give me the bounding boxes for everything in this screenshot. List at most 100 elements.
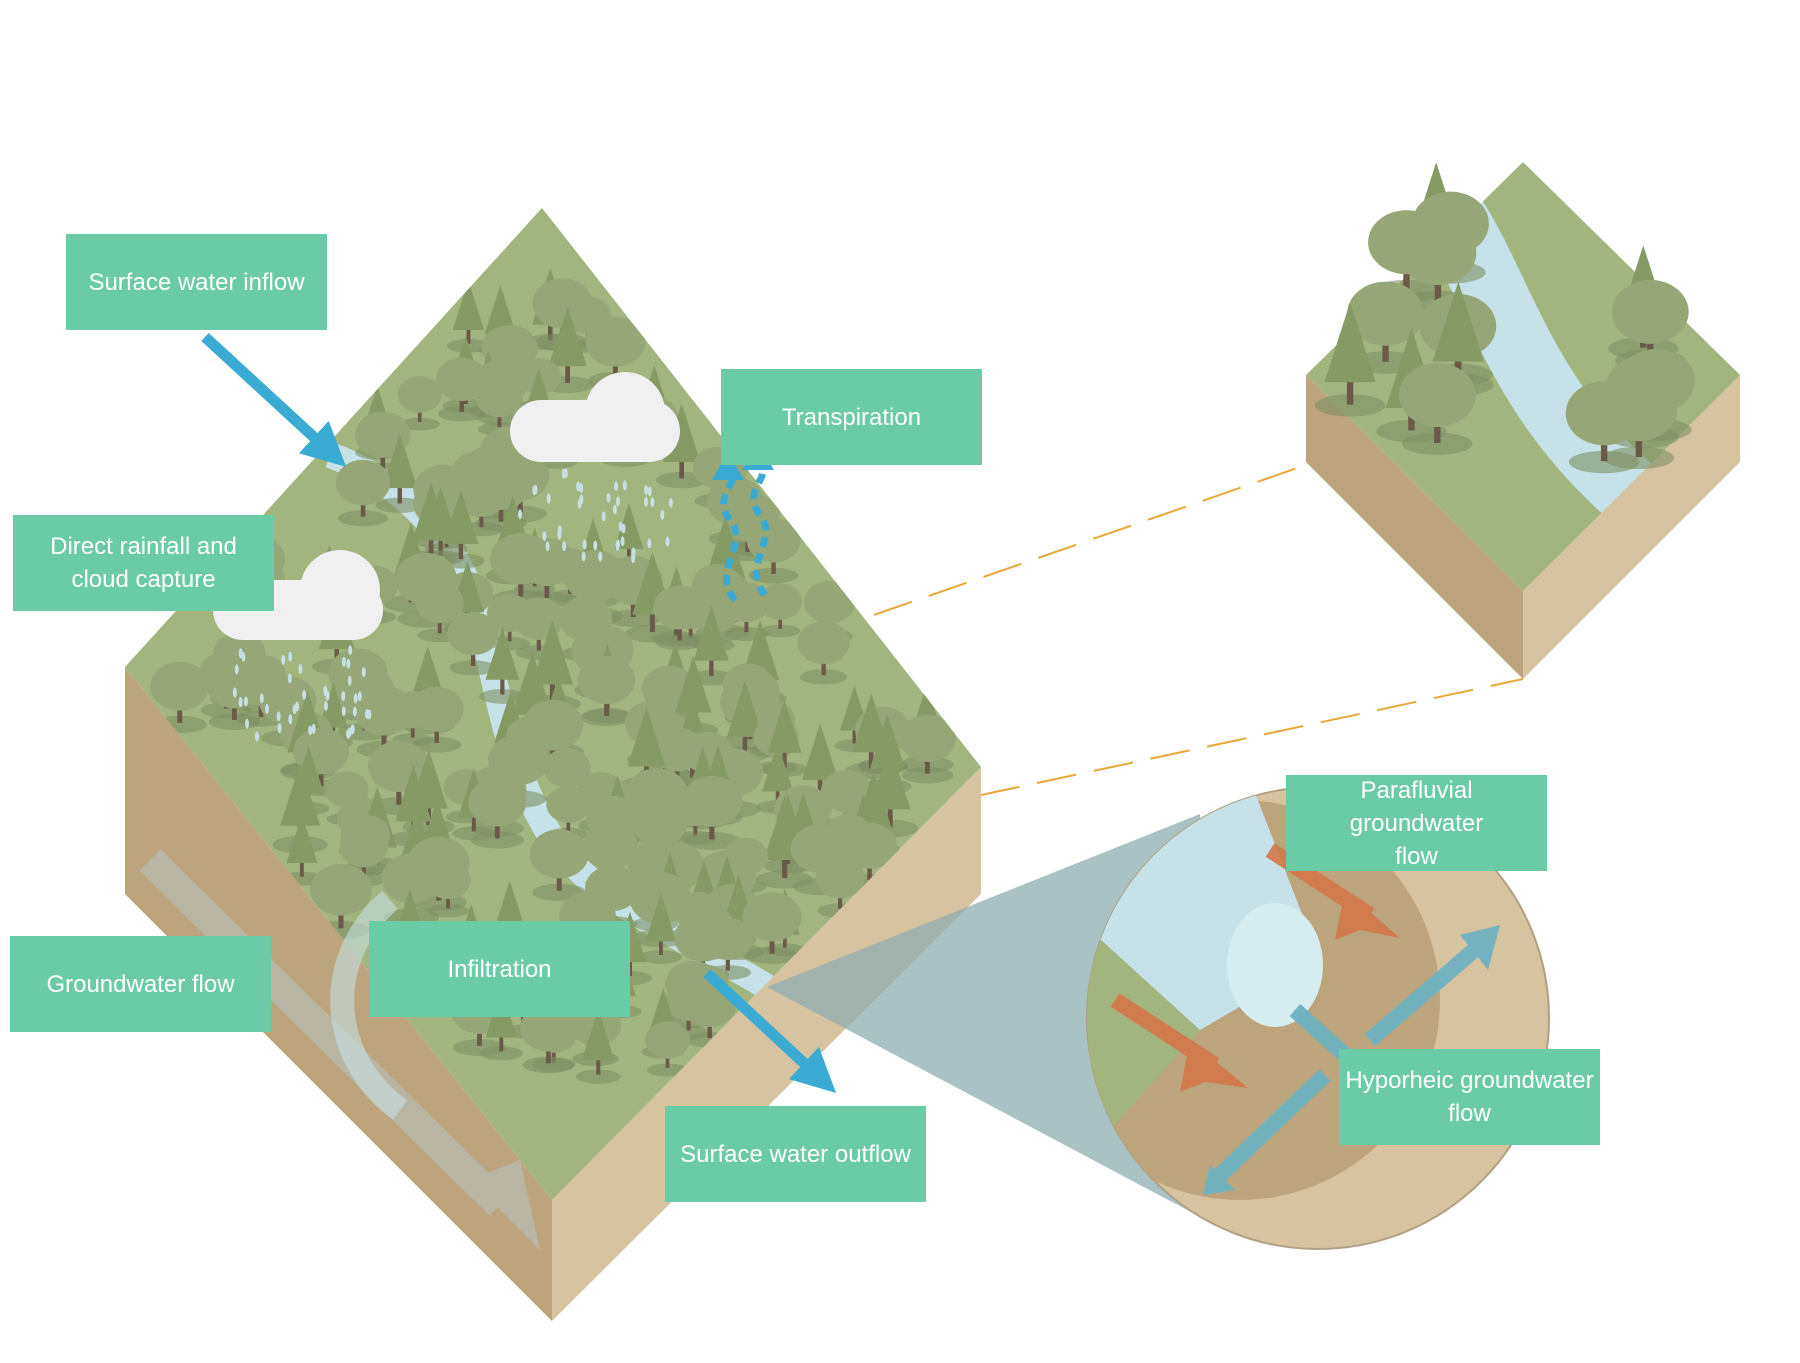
conifer-tree-icon [581,1009,615,1061]
tree-trunk [709,813,715,840]
deciduous-tree-icon [415,582,464,624]
raindrop-icon [308,725,313,736]
tree-trunk [299,857,304,877]
tree-trunk [544,574,550,598]
tree-trunk [782,852,788,879]
deciduous-tree-icon [468,778,527,827]
raindrop-icon [644,485,649,496]
conifer-tree-icon [443,489,479,544]
raindrop-icon [234,664,239,675]
transpiration-arrows [720,461,770,603]
raindrop-icon [562,541,567,552]
conifer-tree-icon [548,306,587,367]
tree-trunk [649,607,655,633]
tree-shadow [522,1056,575,1074]
conifer-tree-icon [869,713,906,770]
tree-trunk [782,746,787,768]
deciduous-tree-icon [645,1021,690,1059]
deciduous-tree-icon [582,823,639,870]
raindrop-icon [254,731,259,742]
deciduous-tree-icon [585,316,646,367]
surface-water-inflow-arrow [201,332,347,467]
tree-trunk [548,317,553,341]
tree-trunk [549,676,556,703]
raindrop-icon [621,523,626,534]
tree-shadow [427,904,469,918]
tree-shadow [437,406,486,422]
tree-trunk [551,1043,556,1063]
raindrop-icon [593,540,598,551]
reach-detail-block [1306,162,1740,679]
raindrop-icon [581,551,586,562]
tree-trunk [479,506,484,528]
tree-trunk [466,324,471,344]
raindrop-icon [292,704,297,715]
raindrop-icon [615,540,620,551]
tree-shadow [375,497,424,513]
deciduous-tree-icon [631,800,688,847]
raindrop-icon [361,667,366,678]
tree-trunk [817,773,823,797]
raindrop-icon [302,689,307,700]
surface-water-outflow-arrow [703,968,837,1093]
tree-trunk [410,719,415,738]
raindrop-icon [238,697,243,708]
raindrop-icon [612,504,617,515]
tree-trunk [499,1031,504,1052]
tree-shadow [655,471,708,489]
raindrop-icon [542,531,547,542]
tree-trunk [852,725,857,744]
tree-shadow [683,831,740,850]
raindrop-icon [323,685,328,696]
raindrop-icon [357,691,362,702]
label-transpiration: Transpiration [721,369,982,465]
tree-trunk [867,857,872,881]
conifer-tree-icon [485,627,520,680]
label-parafluvial-groundwater-flow: Parafluvial groundwater flow [1286,775,1547,871]
tree-trunk [232,696,237,720]
tree-trunk [471,811,476,832]
conifer-tree-icon [531,619,574,685]
raindrop-icon [244,718,249,729]
raindrop-icon [350,724,355,735]
tree-shadow [639,950,683,964]
tree-shadow [399,417,440,431]
tree-trunk [925,750,930,774]
rain-drops [232,468,673,742]
conifer-tree-icon [1432,281,1484,362]
tree-shadow [449,660,497,676]
tree-trunk [707,1015,712,1039]
conifer-tree-icon [645,893,677,942]
deciduous-tree-icon [1398,363,1476,428]
deciduous-tree-icon [1611,279,1689,344]
raindrop-icon [620,536,625,547]
raindrop-icon [613,481,618,492]
deciduous-tree-icon [435,357,488,402]
raindrop-icon [347,675,352,686]
tree-trunk [604,691,609,716]
raindrop-icon [622,480,627,491]
conifer-tree-icon [412,482,450,541]
deciduous-tree-icon [310,863,372,916]
tree-trunk [381,722,387,748]
tree-shadow [1314,394,1386,417]
conifer-tree-icon [1324,302,1376,383]
tree-shadow [412,736,462,753]
tree-shadow [760,624,801,638]
deciduous-tree-icon [1399,221,1477,286]
raindrop-icon [288,651,293,662]
tree-trunk [1647,327,1654,360]
cloud-icon [213,372,680,640]
tree-trunk [658,935,663,955]
deciduous-tree-icon [409,686,464,732]
tree-trunk [612,354,618,380]
deciduous-tree-icon [381,853,442,904]
tree-trunk [1600,429,1608,462]
raindrop-icon [518,509,523,520]
tree-trunk [778,610,782,629]
tree-trunk [397,481,402,504]
tree-shadow [1402,432,1473,456]
tree-trunk [709,654,714,677]
deciduous-tree-icon [681,775,743,827]
conifer-tree-icon [675,655,712,713]
